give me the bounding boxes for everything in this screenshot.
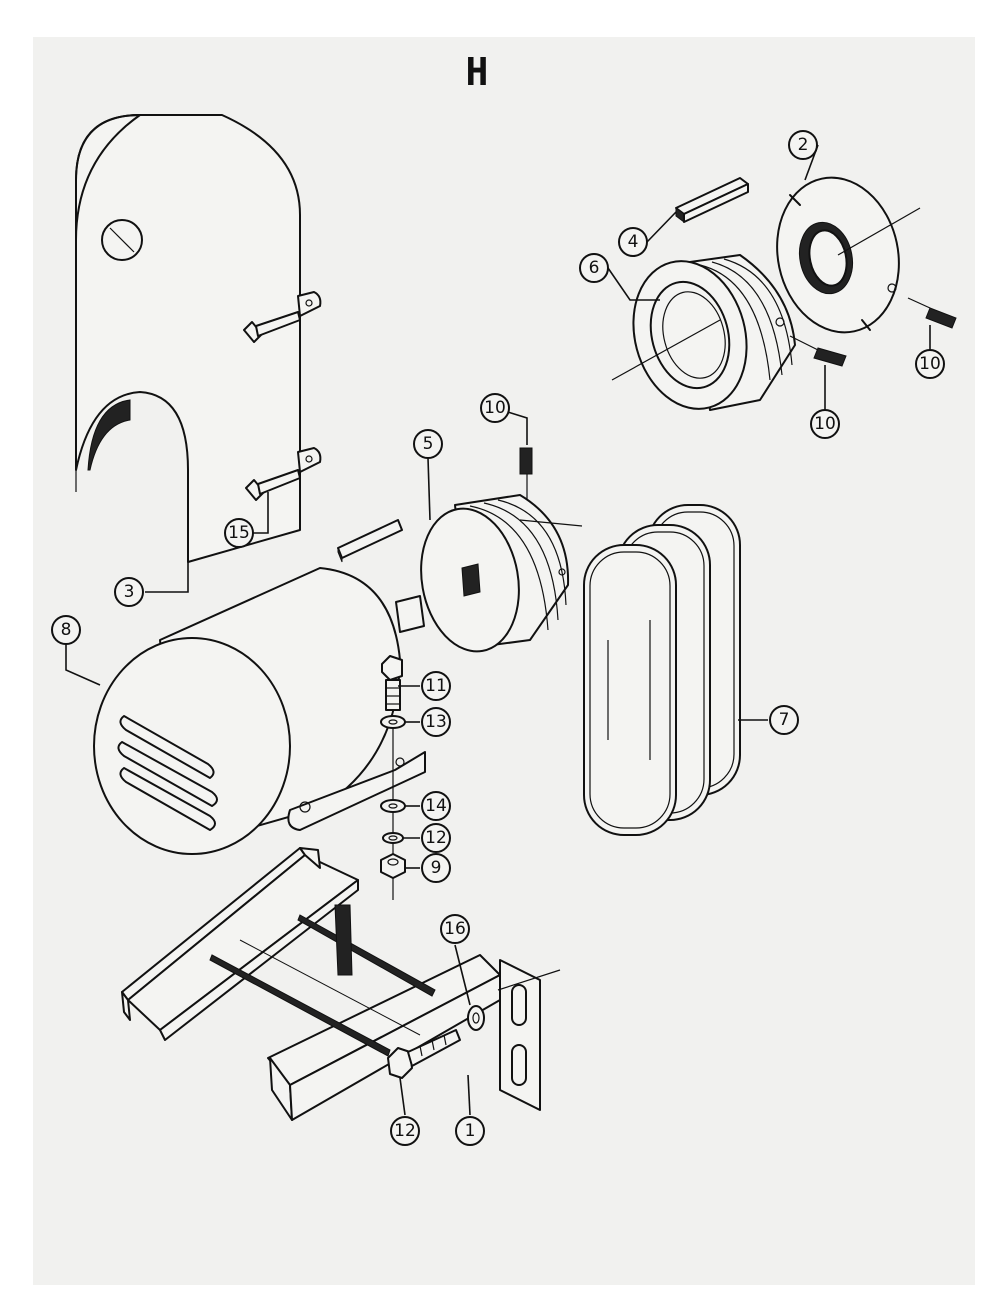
bracket-fasteners <box>387 1005 485 1079</box>
callout-11: 11 <box>421 671 451 701</box>
callout-12: 12 <box>390 1116 420 1146</box>
v-belts <box>583 504 741 836</box>
callout-16: 16 <box>440 914 470 944</box>
taper-bushing <box>776 176 921 334</box>
key-part-4 <box>675 177 749 223</box>
callout-7: 7 <box>769 705 799 735</box>
svg-text:15: 15 <box>228 523 250 543</box>
svg-text:10: 10 <box>814 414 836 434</box>
svg-text:4: 4 <box>628 232 639 252</box>
svg-text:13: 13 <box>425 712 447 732</box>
svg-text:6: 6 <box>589 258 600 278</box>
mounting-bracket <box>121 847 561 1121</box>
svg-text:1: 1 <box>465 1121 476 1141</box>
callout-15-top: 13 <box>421 707 451 737</box>
callout-15-bottom: 14 <box>421 791 451 821</box>
electric-motor <box>93 567 426 855</box>
svg-text:8: 8 <box>61 620 72 640</box>
svg-text:2: 2 <box>798 135 809 155</box>
callout-5: 5 <box>413 429 443 459</box>
callout-9: 9 <box>421 853 451 883</box>
svg-text:11: 11 <box>425 676 447 696</box>
svg-text:7: 7 <box>779 710 790 730</box>
callout-2: 2 <box>788 130 818 160</box>
svg-text:16: 16 <box>444 919 466 939</box>
motor-fasteners <box>380 655 406 900</box>
svg-text:10: 10 <box>484 398 506 418</box>
motor-pulley <box>337 474 583 653</box>
callout-10-pulley: 10 <box>810 409 840 439</box>
callout-6: 6 <box>579 253 609 283</box>
callout-1: 1 <box>455 1116 485 1146</box>
belt-guard <box>75 114 322 563</box>
svg-text:10: 10 <box>919 354 941 374</box>
svg-text:3: 3 <box>124 582 135 602</box>
callout-12-label: 12 <box>394 1121 416 1141</box>
callout-14: 12 <box>421 823 451 853</box>
page-letter: H <box>465 50 489 94</box>
callout-10-motor-pulley: 10 <box>480 393 510 423</box>
callout-3: 3 <box>114 577 144 607</box>
set-screws <box>519 297 957 475</box>
callout-4: 4 <box>618 227 648 257</box>
leader-lines <box>65 144 931 1116</box>
svg-text:5: 5 <box>423 434 434 454</box>
svg-text:14: 14 <box>425 796 447 816</box>
callout-10-bushing: 10 <box>915 349 945 379</box>
large-pulley <box>611 254 796 411</box>
svg-text:12: 12 <box>425 828 447 848</box>
callout-13: 15 <box>224 518 254 548</box>
svg-text:9: 9 <box>431 858 442 878</box>
callout-8: 8 <box>51 615 81 645</box>
